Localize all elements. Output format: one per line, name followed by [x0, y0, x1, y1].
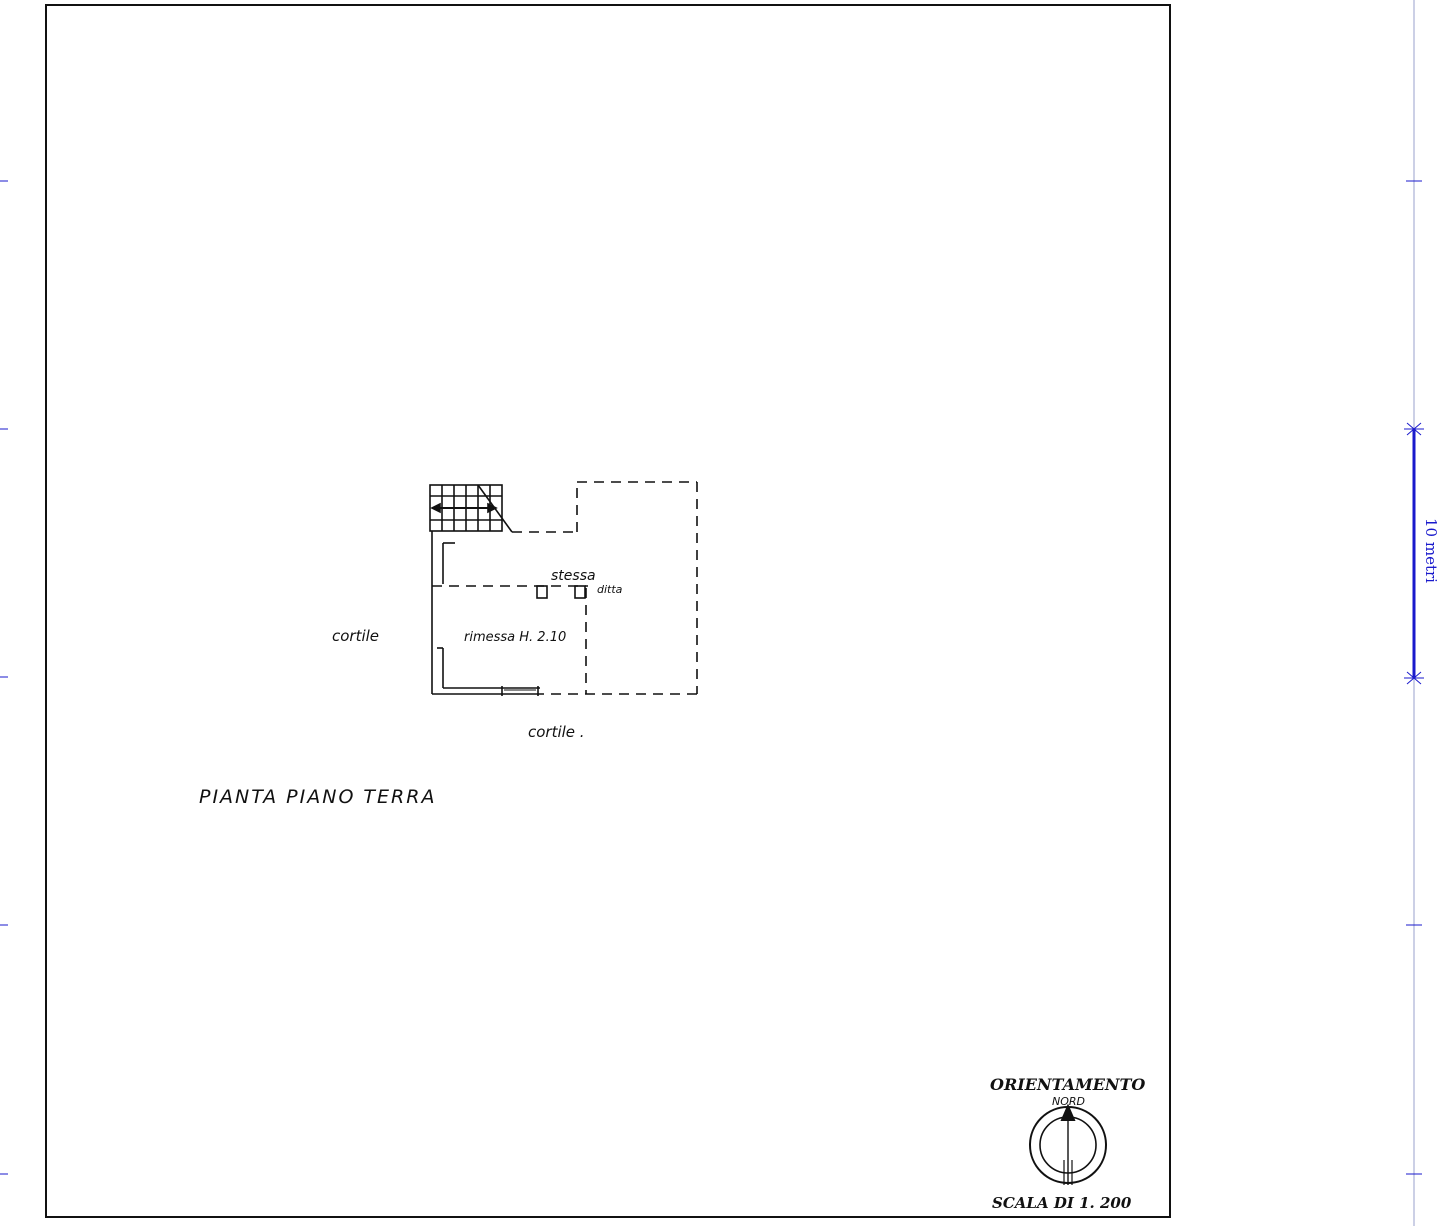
scale-bar-label: 10 metri	[1422, 518, 1440, 583]
compass-north-label: NORD	[1052, 1095, 1085, 1108]
scale-label: SCALA DI 1. 200	[992, 1194, 1132, 1212]
north-compass	[1029, 1103, 1107, 1185]
label-cortile-left: cortile	[332, 627, 379, 645]
label-rimessa: rimessa H. 2.10	[464, 630, 566, 645]
left-margin-ticks	[0, 180, 8, 1175]
building-outline	[429, 481, 698, 696]
plan-title: PIANTA PIANO TERRA	[199, 786, 436, 808]
label-cortile-bottom: cortile .	[528, 723, 585, 741]
drawing-frame	[45, 4, 1171, 1218]
compass-heading: ORIENTAMENTO	[990, 1075, 1145, 1094]
right-margin-ruler	[1404, 0, 1424, 1226]
label-stessa: stessa	[551, 568, 596, 584]
label-ditta: ditta	[597, 583, 623, 596]
